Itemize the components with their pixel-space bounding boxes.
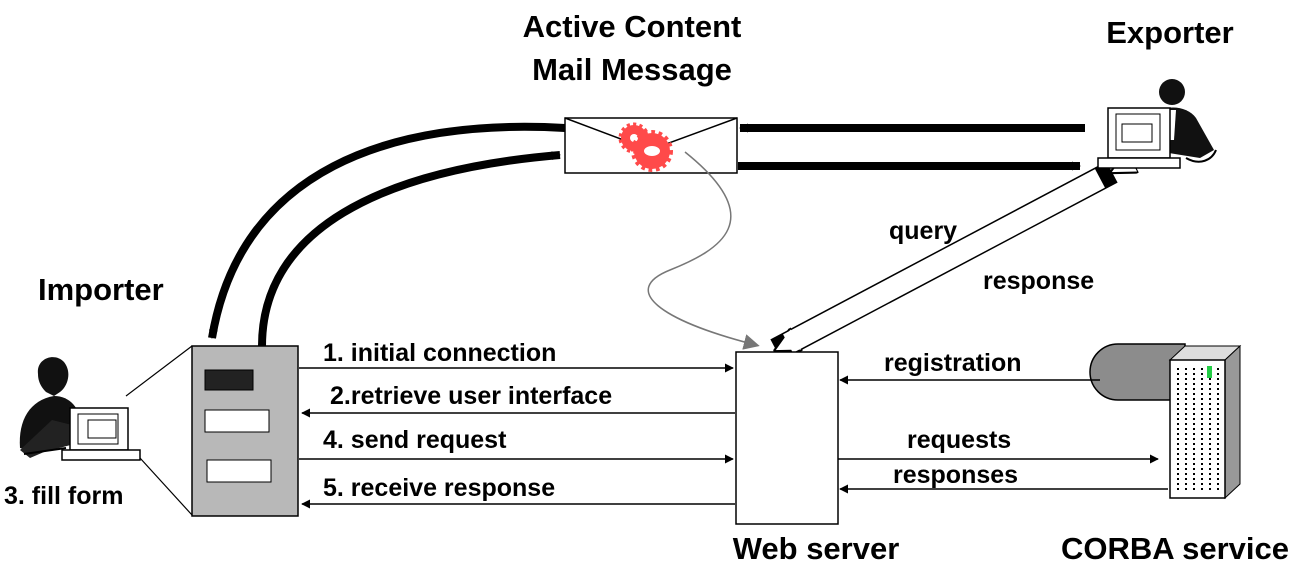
exporter-label: Exporter xyxy=(1106,15,1233,50)
fill-form-label: 3. fill form xyxy=(4,482,123,510)
query-response-arrow-inner xyxy=(783,169,1105,353)
importer-to-mail-arrow xyxy=(258,151,561,347)
registration-label: registration xyxy=(884,349,1022,377)
web-server-box xyxy=(735,351,839,525)
step5-label: 5. receive response xyxy=(323,474,555,502)
requests-label: requests xyxy=(907,426,1011,454)
mail-title-line1: Active Content xyxy=(523,9,742,44)
responses-label: responses xyxy=(893,461,1018,489)
importer-callout-line xyxy=(139,457,193,516)
importer-callout-line xyxy=(125,345,193,397)
exporter-user-icon xyxy=(1097,79,1217,169)
response-label: response xyxy=(983,267,1094,295)
step2-label: 2.retrieve user interface xyxy=(330,382,612,410)
corba-cylinder xyxy=(1089,343,1186,401)
step1-label: 1. initial connection xyxy=(323,339,556,367)
cog-icon xyxy=(631,130,673,172)
web-server-label: Web server xyxy=(733,531,900,566)
importer-panel xyxy=(191,345,299,517)
mail-title-line2: Mail Message xyxy=(532,52,732,87)
importer-label: Importer xyxy=(38,272,164,307)
mail-to-web-server-link xyxy=(647,151,760,350)
corba-service-label: CORBA service xyxy=(1061,531,1289,566)
importer-user-icon xyxy=(19,357,141,461)
mail-to-importer-arrow xyxy=(208,122,566,339)
step4-label: 4. send request xyxy=(323,426,507,454)
corba-server-tower xyxy=(1168,344,1242,500)
query-label: query xyxy=(889,217,957,245)
